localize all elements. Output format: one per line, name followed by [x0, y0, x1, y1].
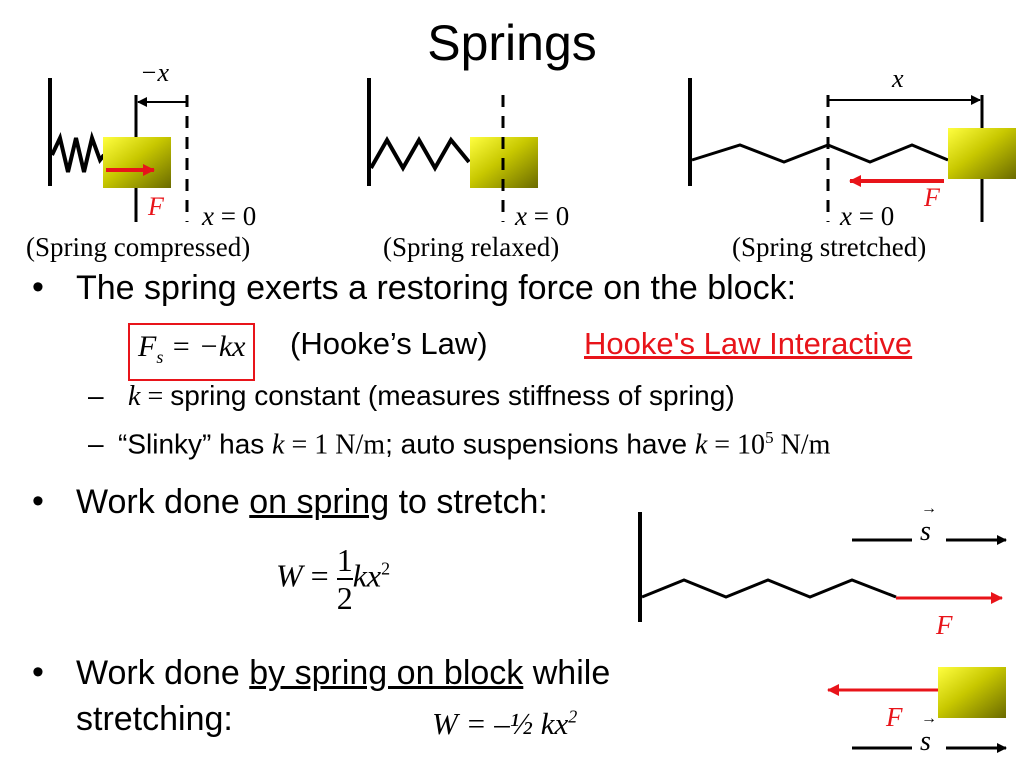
- stretched-x-zero-label: x = 0: [840, 201, 895, 231]
- dash-marker: –: [88, 380, 104, 411]
- force-F-label: F: [936, 610, 953, 640]
- hooke-law-interactive-link[interactable]: Hooke's Law Interactive: [584, 326, 913, 361]
- work-by-spring-text-cont: stretching:: [76, 700, 233, 738]
- bullet-dot: •: [32, 482, 44, 520]
- stretched-force-label: F: [924, 183, 940, 212]
- compressed-caption: (Spring compressed): [26, 232, 251, 262]
- block: [938, 667, 1006, 718]
- displacement-s-label: s→: [920, 500, 937, 547]
- dash-marker: –: [88, 428, 104, 459]
- work-by-spring-text: Work done by spring on block while: [76, 654, 611, 692]
- spring-relaxed: [369, 135, 471, 173]
- block: [103, 137, 171, 188]
- work-by-spring-diagram: [827, 667, 1007, 753]
- compressed-displacement-label: −x: [140, 58, 170, 87]
- page-title: Springs: [427, 15, 597, 71]
- restoring-force-text: The spring exerts a restoring force on t…: [76, 269, 797, 307]
- spring-stretched: [641, 578, 897, 599]
- spring-stretched: [691, 143, 949, 164]
- force-F-label: F: [886, 702, 903, 732]
- slinky-line: “Slinky” has k = 1 N/m; auto suspensions…: [118, 428, 831, 461]
- displacement-s-label: s→: [920, 710, 937, 757]
- work-on-spring-diagram: [638, 512, 1007, 622]
- panel-relaxed: [367, 78, 538, 222]
- stretched-caption: (Spring stretched): [732, 232, 927, 262]
- compressed-x-zero-label: x = 0: [202, 201, 257, 231]
- compressed-force-label: F: [148, 192, 164, 221]
- stretched-displacement-label: x: [892, 64, 904, 93]
- block: [948, 128, 1016, 179]
- panel-stretched: [688, 78, 1016, 222]
- work-on-spring-text: Work done on spring to stretch:: [76, 483, 548, 521]
- bullet-dot: •: [32, 268, 44, 306]
- hooke-law-label: (Hooke’s Law): [290, 326, 488, 361]
- spring-compressed: [50, 131, 106, 173]
- k-definition-line: k = spring constant (measures stiffness …: [128, 380, 735, 412]
- bullet-dot: •: [32, 653, 44, 691]
- panel-compressed: [48, 78, 189, 222]
- relaxed-caption: (Spring relaxed): [383, 232, 560, 262]
- work-by-spring-formula: W = –½ kx2: [432, 706, 578, 741]
- relaxed-x-zero-label: x = 0: [515, 201, 570, 231]
- hooke-formula-box: Fs = −kx: [128, 323, 256, 381]
